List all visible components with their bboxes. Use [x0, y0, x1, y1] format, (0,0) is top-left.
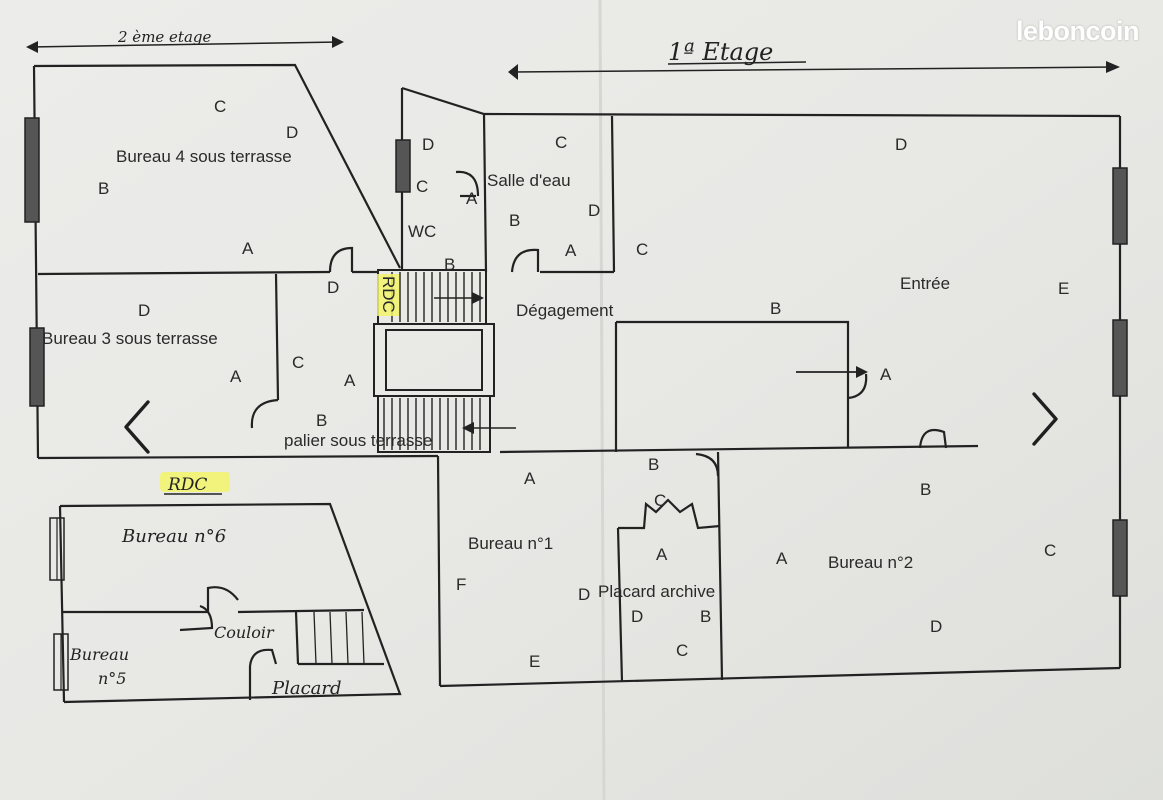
wall-letter: D	[286, 123, 298, 142]
brand-logo: leboncoin	[1016, 16, 1140, 46]
room-label-palier: palier sous terrasse	[284, 431, 432, 450]
room-label-placard-archive: Placard archive	[598, 582, 715, 601]
room-label-bureau4: Bureau 4 sous terrasse	[116, 147, 292, 166]
first-floor-header: 1ª Etage	[508, 38, 1120, 80]
wall-letter: A	[242, 239, 254, 258]
first-floor-stairs: RDC	[373, 269, 516, 453]
wall-letter: A	[466, 189, 478, 208]
wall-letter: B	[920, 480, 931, 499]
wall-letter: C	[292, 353, 304, 372]
next-image-button[interactable]	[1016, 384, 1072, 454]
wall-letter: C	[416, 177, 428, 196]
chevron-right-icon	[1032, 392, 1058, 446]
wall-letter: B	[98, 179, 109, 198]
paper-fold	[598, 0, 606, 800]
room-label-degagement: Dégagement	[516, 301, 614, 320]
room-label-bureau1: Bureau n°1	[468, 534, 553, 553]
window-bureau3	[29, 327, 45, 407]
wall-letter: C	[676, 641, 688, 660]
window-bureau4	[24, 117, 40, 223]
first-floor-walls	[395, 86, 1128, 688]
wall-letter: D	[138, 301, 150, 320]
wall-letter: B	[648, 455, 659, 474]
wall-letter: E	[1058, 279, 1069, 298]
wall-letter: A	[344, 371, 356, 390]
entree-door-arrow	[796, 366, 868, 378]
previous-image-button[interactable]	[110, 392, 166, 462]
rdc-stair-label: RDC	[379, 276, 398, 313]
first-floor-label: 1ª Etage	[668, 38, 773, 66]
window-entree-top	[1112, 167, 1128, 245]
wall-letter: D	[422, 135, 434, 154]
room-label-couloir: Couloir	[214, 623, 275, 642]
room-label-entree: Entrée	[900, 274, 950, 293]
wall-letter: D	[930, 617, 942, 636]
room-label-salle-eau: Salle d'eau	[487, 171, 571, 190]
rdc-header: RDC	[167, 475, 207, 495]
wall-letter: C	[654, 491, 666, 510]
wall-letter: B	[509, 211, 520, 230]
wall-letter: A	[565, 241, 577, 260]
window-bureau2	[1112, 519, 1128, 597]
room-label-placard: Placard	[271, 678, 342, 699]
room-label-bureau2: Bureau n°2	[828, 553, 913, 572]
wall-letter: B	[770, 299, 781, 318]
wall-letter: D	[588, 201, 600, 220]
window-wc	[395, 139, 411, 193]
room-label-wc: WC	[408, 222, 436, 241]
wall-letter: B	[444, 255, 455, 274]
wall-letter: B	[316, 411, 327, 430]
wall-letter: C	[1044, 541, 1056, 560]
wall-letter: E	[529, 652, 540, 671]
wall-letter: A	[776, 549, 788, 568]
room-label-bureau5-line1: Bureau	[69, 645, 129, 664]
wall-letter: D	[631, 607, 643, 626]
rdc-plan: RDC Bureau n°6 Bureau n°5 Couloir Placar…	[49, 472, 402, 704]
room-label-bureau5-line2: n°5	[98, 669, 126, 688]
wall-letter: C	[555, 133, 567, 152]
window-entree-mid	[1112, 319, 1128, 397]
room-label-bureau6: Bureau n°6	[121, 526, 226, 547]
wall-letter: C	[636, 240, 648, 259]
second-floor-label: 2 ème etage	[117, 28, 212, 46]
wall-letter: B	[700, 607, 711, 626]
wall-letters: C D B A D A C D A B D C A B C B D A C D …	[98, 97, 1069, 671]
wall-letter: D	[895, 135, 907, 154]
second-floor-walls	[24, 63, 439, 460]
wall-letter: A	[230, 367, 242, 386]
wall-letter: A	[524, 469, 536, 488]
wall-letter: F	[456, 575, 466, 594]
wall-letter: C	[214, 97, 226, 116]
wall-letter: D	[578, 585, 590, 604]
wall-letter: A	[656, 545, 668, 564]
chevron-left-icon	[124, 400, 150, 454]
second-floor-header: 2 ème etage	[26, 28, 344, 53]
wall-letter: A	[880, 365, 892, 384]
wall-letter: D	[327, 278, 339, 297]
room-label-bureau3: Bureau 3 sous terrasse	[42, 329, 218, 348]
